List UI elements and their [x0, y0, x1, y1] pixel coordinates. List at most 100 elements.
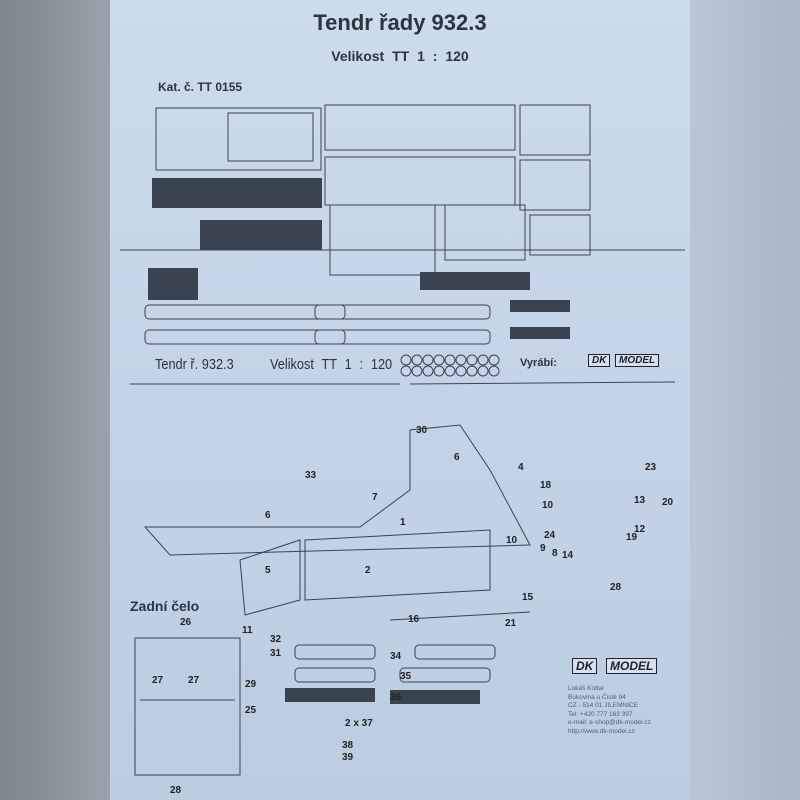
wheel-disc — [422, 354, 434, 366]
assembly-label: 4 — [518, 462, 524, 473]
assembly-label: 27 — [152, 675, 164, 686]
rear-wall-title: Zadní čelo — [130, 598, 200, 614]
wheel-disc — [466, 354, 478, 366]
bogie-frame — [294, 667, 376, 683]
assembly-label: 8 — [552, 548, 558, 559]
parts-drawing — [120, 104, 685, 776]
assembly-label: 36 — [390, 692, 402, 703]
wheel-disc — [400, 354, 412, 366]
part-outline — [324, 104, 516, 151]
assembly-outline — [239, 539, 301, 616]
assembly-label: 21 — [505, 618, 517, 629]
assembly-outline — [143, 424, 531, 556]
part-outline — [155, 107, 322, 171]
assembly-label: 9 — [540, 543, 546, 554]
address-line: e-mail: e-shop@dk-model.cz — [568, 719, 651, 727]
assembly-label: 26 — [180, 617, 192, 628]
wheel-disc — [455, 354, 467, 366]
bogie-frame — [294, 644, 376, 660]
assembly-label: 10 — [506, 535, 518, 546]
background-right — [688, 0, 800, 800]
bogie-frame — [399, 667, 491, 683]
assembly-label: 6 — [265, 510, 271, 521]
assembly-label: 23 — [645, 462, 657, 473]
address-line: Lukáš Kottal — [568, 685, 604, 692]
assembly-label: 35 — [400, 671, 412, 682]
assembly-outline — [304, 529, 491, 601]
assembly-label: 7 — [372, 492, 378, 503]
bogie-frame — [144, 329, 346, 345]
logo-right: MODEL — [615, 354, 660, 367]
address-line: http://www.dk-model.cz — [568, 727, 635, 735]
assembly-label: 1 — [400, 517, 406, 528]
assembly-label: 14 — [562, 550, 574, 561]
assembly-label: 20 — [662, 497, 674, 508]
assembly-label: 2 x 37 — [345, 718, 373, 729]
assembly-label: 19 — [626, 532, 638, 543]
dark-part — [420, 272, 530, 290]
address-line: CZ - 514 01 JILEMNICE — [568, 702, 639, 710]
assembly-label: 28 — [610, 582, 622, 593]
assembly-label: 15 — [522, 592, 534, 603]
wheel-disc — [411, 365, 423, 377]
assembly-label: 10 — [542, 500, 554, 511]
bogie-frame — [314, 304, 491, 320]
footer-name: Tendr ř. 932.3 — [155, 356, 234, 373]
wheel-disc — [433, 354, 445, 366]
part-outline — [519, 159, 591, 211]
part-outline — [444, 204, 526, 261]
assembly-label: 5 — [265, 565, 271, 576]
wheel-disc — [488, 365, 500, 377]
wheel-disc — [400, 365, 412, 377]
assembly-outline — [389, 611, 531, 621]
logo-right: MODEL — [606, 658, 658, 674]
dark-part — [148, 268, 198, 300]
part-outline — [329, 204, 436, 276]
model-sheet: Tendr řady 932.3 Velikost TT 1 : 120 Kat… — [110, 0, 690, 800]
wheel-disc — [444, 365, 456, 377]
logo-left: DK — [572, 658, 598, 674]
assembly-label: 31 — [270, 648, 282, 659]
assembly-label: 12 — [634, 524, 646, 535]
maker-label: Vyrábí: — [520, 357, 557, 369]
rear-wall-outline — [134, 637, 241, 776]
assembly-label: 33 — [305, 470, 317, 481]
wheel-disc — [411, 354, 423, 366]
bogie-frame — [414, 644, 496, 660]
assembly-label: 24 — [544, 530, 556, 541]
address-line: Bukovina u Čisté 94 — [568, 693, 626, 701]
wheel-disc — [433, 365, 445, 377]
assembly-label: 6 — [454, 452, 460, 463]
assembly-label: 34 — [390, 651, 402, 662]
assembly-label: 29 — [245, 679, 257, 690]
catalog-number: Kat. č. TT 0155 — [158, 80, 243, 94]
wheel-disc — [444, 354, 456, 366]
assembly-label: 11 — [242, 625, 253, 636]
assembly-label: 39 — [342, 752, 354, 763]
address-line: Tel: +420 777 163 397 — [568, 710, 633, 718]
sheet-title: Tendr řady 932.3 — [313, 10, 487, 35]
assembly-label: 25 — [245, 705, 257, 716]
dark-part — [390, 690, 480, 704]
footer-scale: Velikost TT 1 : 120 — [270, 356, 393, 373]
divider-line — [130, 381, 676, 385]
dark-part — [510, 327, 570, 339]
assembly-label: 13 — [634, 495, 646, 506]
logo-left: DK — [588, 354, 611, 367]
part-outline — [529, 214, 591, 256]
wheel-disc — [455, 365, 467, 377]
assembly-label: 30 — [416, 425, 428, 436]
sheet-scale: Velikost TT 1 : 120 — [331, 48, 469, 64]
wheel-disc — [488, 354, 500, 366]
dark-part — [510, 300, 570, 312]
assembly-label: 27 — [188, 675, 200, 686]
assembly-label: 32 — [270, 634, 282, 645]
wheel-disc — [466, 365, 478, 377]
assembly-label: 16 — [408, 614, 420, 625]
wheel-disc — [477, 354, 489, 366]
assembly-label: 2 — [365, 565, 371, 576]
assembly-label: 18 — [540, 480, 552, 491]
assembly-label: 38 — [342, 740, 354, 751]
bogie-frame — [144, 304, 346, 320]
wheel-disc — [477, 365, 489, 377]
